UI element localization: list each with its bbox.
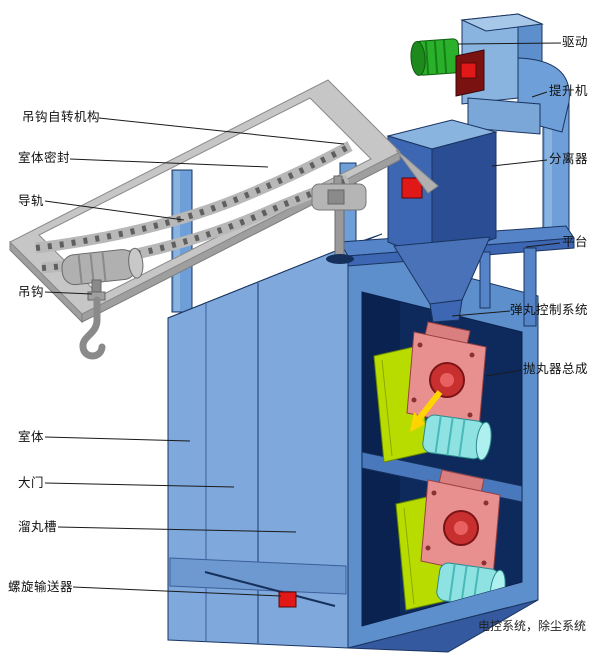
label-separator: 分离器 bbox=[548, 151, 588, 166]
label-main-door: 大门 bbox=[18, 475, 45, 490]
label-chamber-body: 室体 bbox=[18, 429, 45, 444]
label-guide-rail: 导轨 bbox=[18, 193, 45, 208]
leader-lines bbox=[44, 42, 562, 597]
label-platform: 平台 bbox=[561, 234, 588, 249]
hook-rotation-trolley bbox=[311, 175, 367, 264]
label-shot-control-system: 弹丸控制系统 bbox=[509, 302, 588, 317]
bottom-hopper bbox=[347, 599, 539, 653]
label-hook: 吊钩 bbox=[18, 284, 45, 299]
footer-note: 电控系统，除尘系统 bbox=[477, 619, 586, 633]
chamber-seal-slot bbox=[326, 254, 354, 264]
label-drive: 驱动 bbox=[561, 34, 588, 49]
label-blast-wheel-assembly: 抛丸器总成 bbox=[522, 361, 588, 376]
shot-chute-band bbox=[169, 557, 347, 595]
hook-illustration bbox=[61, 247, 144, 360]
label-chamber-seal: 室体密封 bbox=[18, 150, 71, 165]
separator-marker bbox=[401, 177, 423, 199]
chamber-interior bbox=[362, 292, 522, 626]
label-hook-rotation-mechanism: 吊钩自转机构 bbox=[22, 109, 101, 124]
blast-wheel-upper bbox=[373, 321, 492, 463]
label-shot-chute: 溜丸槽 bbox=[18, 519, 58, 534]
screw-conveyor-marker bbox=[278, 591, 297, 608]
label-screw-conveyor: 螺旋输送器 bbox=[8, 579, 74, 594]
shot-flow-arrow bbox=[415, 390, 443, 422]
separator-illustration bbox=[386, 119, 498, 323]
blast-wheel-lower bbox=[395, 469, 506, 611]
label-elevator: 提升机 bbox=[548, 83, 588, 98]
drive-motor bbox=[410, 38, 461, 76]
drive-control-box bbox=[455, 49, 485, 97]
